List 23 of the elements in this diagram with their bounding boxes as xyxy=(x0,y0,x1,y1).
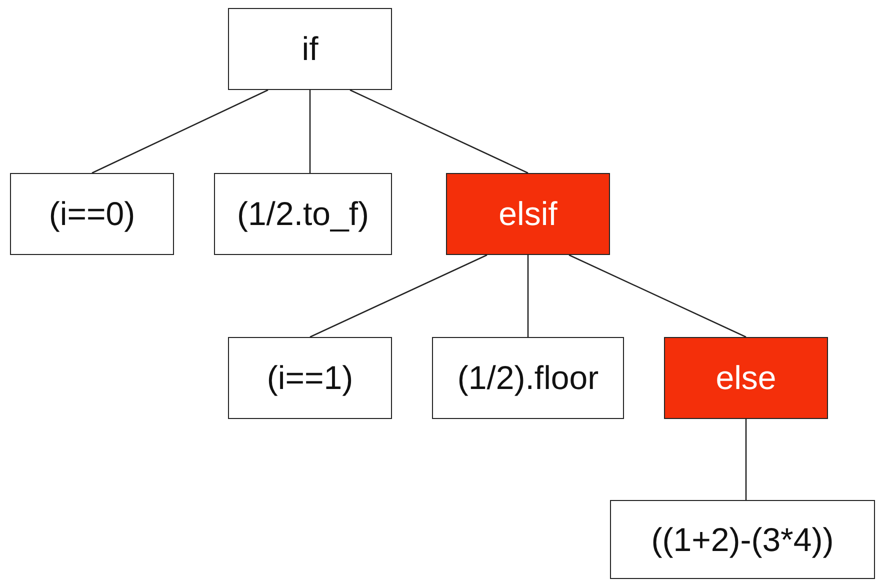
connector-line xyxy=(310,254,488,338)
node-label: (i==1) xyxy=(266,359,354,397)
tree-node-box xyxy=(610,500,875,579)
connector-line xyxy=(309,90,311,173)
tree-node-box xyxy=(446,173,610,255)
tree-node-box xyxy=(432,337,624,419)
tree-node-box xyxy=(664,337,828,419)
tree-node-box xyxy=(228,337,392,419)
connector-line xyxy=(568,254,746,338)
node-label: (i==0) xyxy=(48,195,136,233)
node-label: (1/2).floor xyxy=(457,359,599,397)
connector-line xyxy=(350,89,528,174)
connector-line xyxy=(745,419,747,500)
tree-node-box xyxy=(10,173,174,255)
node-label: elsif xyxy=(498,195,558,233)
node-label: (1/2.to_f) xyxy=(236,195,370,233)
connector-line xyxy=(92,89,268,174)
node-label: if xyxy=(302,30,318,68)
tree-node-box xyxy=(228,8,392,90)
node-label: ((1+2)-(3*4)) xyxy=(651,520,834,558)
tree-node-box xyxy=(214,173,392,255)
node-label: else xyxy=(716,359,776,397)
connector-line xyxy=(527,255,529,337)
